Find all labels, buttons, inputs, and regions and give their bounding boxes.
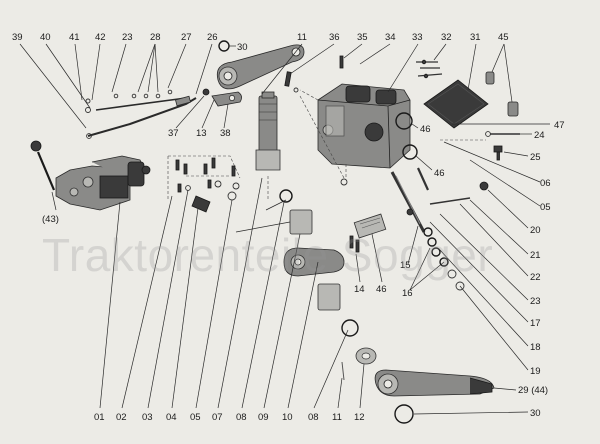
o-ring-08b xyxy=(341,319,359,337)
pin-35 xyxy=(339,55,344,69)
lever-arm-09 xyxy=(283,247,345,277)
callout-47: 47 xyxy=(554,120,565,131)
lever-arm-top xyxy=(216,44,305,90)
main-shaft xyxy=(255,91,281,200)
control-valve-assembly xyxy=(30,140,151,211)
callout-34: 34 xyxy=(385,32,396,43)
callout-22: 22 xyxy=(530,272,541,283)
callout-15: 15 xyxy=(400,260,411,271)
callout-30b: 30 xyxy=(530,408,541,419)
callout-46b: 46 xyxy=(434,168,445,179)
bushing-08 xyxy=(289,209,313,235)
ball-20 xyxy=(479,181,489,191)
callout-37: 37 xyxy=(168,128,179,139)
callout-31: 31 xyxy=(470,32,481,43)
cover-plate xyxy=(423,43,489,129)
callout-36: 36 xyxy=(329,32,340,43)
callout-46a: 46 xyxy=(420,124,431,135)
callout-19: 19 xyxy=(530,366,541,377)
fitting-04 xyxy=(191,195,211,213)
callout-23b: 23 xyxy=(530,296,541,307)
callout-labels: 39 40 41 42 23 28 27 26 30 11 36 35 34 3… xyxy=(12,32,565,423)
callout-07: 07 xyxy=(212,412,223,423)
callout-38: 38 xyxy=(220,128,231,139)
o-ring-46a xyxy=(395,112,413,130)
callout-06: 06 xyxy=(540,178,551,189)
callout-43: (43) xyxy=(42,214,59,225)
callout-30a: 30 xyxy=(237,42,248,53)
callout-08: 08 xyxy=(236,412,247,423)
callout-23a: 23 xyxy=(122,32,133,43)
callout-28: 28 xyxy=(150,32,161,43)
callout-11b: 11 xyxy=(332,412,342,423)
fittings-02-04 xyxy=(167,155,241,200)
callout-32: 32 xyxy=(441,32,452,43)
callout-27: 27 xyxy=(181,32,192,43)
bolts-32 xyxy=(416,43,447,79)
callout-29-44: 29 (44) xyxy=(518,385,548,396)
callout-46c: 46 xyxy=(376,284,387,295)
callout-24: 24 xyxy=(534,130,545,141)
callout-02: 02 xyxy=(116,412,127,423)
bracket-13 xyxy=(201,91,242,129)
callout-12: 12 xyxy=(354,412,365,423)
control-rod-assembly xyxy=(19,43,213,139)
pin-21 xyxy=(429,197,471,205)
o-ring-30 xyxy=(394,404,414,424)
callout-20: 20 xyxy=(530,225,541,236)
callout-16: 16 xyxy=(402,288,413,299)
bushing-45b xyxy=(507,101,519,117)
valve-housing xyxy=(299,83,411,178)
callout-39: 39 xyxy=(12,32,23,43)
bushing-10 xyxy=(317,283,341,311)
callout-13: 13 xyxy=(196,128,207,139)
callout-14: 14 xyxy=(354,284,365,295)
pin-37 xyxy=(202,88,210,96)
callout-04: 04 xyxy=(166,412,177,423)
screw-25 xyxy=(493,145,503,161)
bottom-leaders xyxy=(99,177,365,409)
bushing-45a xyxy=(485,71,495,85)
callout-33: 33 xyxy=(412,32,423,43)
callout-10: 10 xyxy=(282,412,293,423)
callout-21: 21 xyxy=(530,250,541,261)
screws-14 xyxy=(349,235,361,283)
valve-stem xyxy=(390,167,465,291)
o-ring-07 xyxy=(279,189,293,203)
callout-25: 25 xyxy=(530,152,541,163)
callout-01: 01 xyxy=(94,412,105,423)
callout-05: 05 xyxy=(540,202,551,213)
callout-45: 45 xyxy=(498,32,509,43)
bolt-36 xyxy=(284,71,292,87)
o-ring-46b xyxy=(402,144,418,160)
tag-46 xyxy=(353,213,387,283)
callout-42: 42 xyxy=(95,32,106,43)
callout-17: 17 xyxy=(530,318,541,329)
callout-26: 26 xyxy=(207,32,218,43)
callout-08b: 08 xyxy=(308,412,319,423)
callout-40: 40 xyxy=(40,32,51,43)
callout-11a: 11 xyxy=(297,32,307,43)
callout-18: 18 xyxy=(530,342,541,353)
o-ring-top xyxy=(218,40,230,52)
callout-05b: 05 xyxy=(190,412,201,423)
lever-arm-29 xyxy=(374,369,495,397)
callout-41: 41 xyxy=(69,32,80,43)
callout-09: 09 xyxy=(258,412,269,423)
pin-11 xyxy=(341,361,345,381)
callout-03: 03 xyxy=(142,412,153,423)
callout-35: 35 xyxy=(357,32,368,43)
